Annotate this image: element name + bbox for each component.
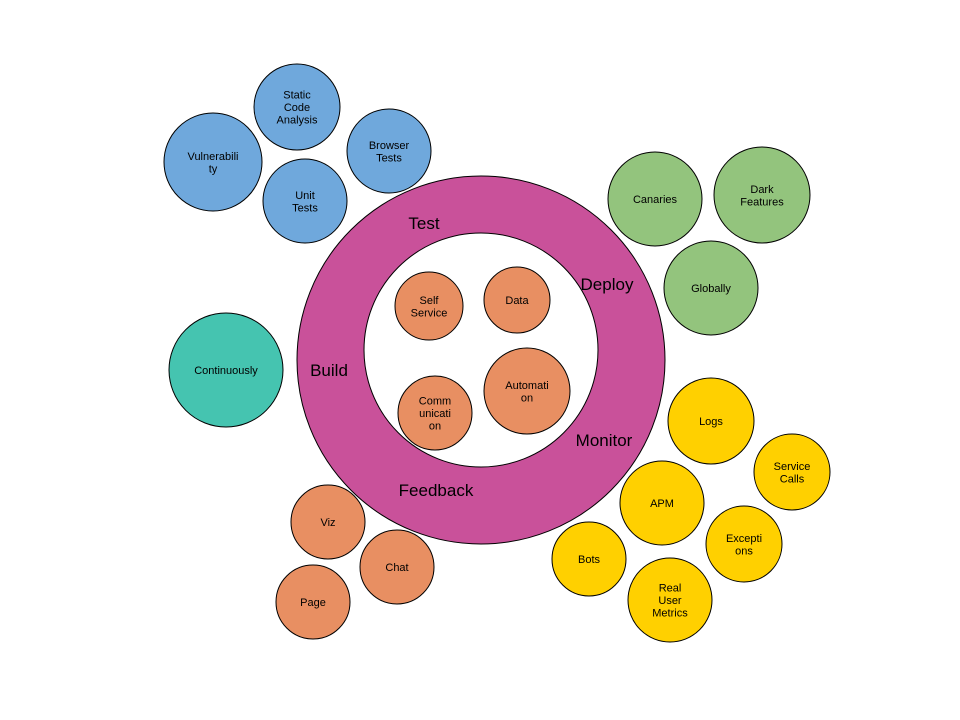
node-label-bots: Bots — [578, 554, 601, 566]
node-circle-selfservice — [394, 271, 464, 341]
node-circle-servicecalls — [753, 433, 831, 511]
node-label-automation: on — [521, 392, 533, 404]
node-label-exceptions: Excepti — [726, 533, 762, 545]
node-circle-exceptions — [705, 505, 783, 583]
node-label-exceptions: ons — [735, 545, 753, 557]
ring-label-deploy: Deploy — [581, 275, 634, 294]
node-label-browsertests: Tests — [376, 152, 402, 164]
node-circle-browsertests — [346, 108, 432, 194]
node-circle-communication — [397, 375, 473, 451]
node-circle-page — [275, 564, 351, 640]
node-circle-automation — [483, 347, 571, 435]
node-group: SelfServiceDataCommunicationAutomationSt… — [163, 63, 831, 643]
ring-label-build: Build — [310, 361, 348, 380]
node-circle-darkfeatures — [713, 146, 811, 244]
node-data: Data — [483, 266, 551, 334]
node-label-darkfeatures: Dark — [750, 184, 774, 196]
node-chat: Chat — [359, 529, 435, 605]
ring-label-monitor: Monitor — [576, 431, 633, 450]
node-label-darkfeatures: Features — [740, 196, 784, 208]
node-circle-staticcodeanalysis — [253, 63, 341, 151]
node-circle-bots — [551, 521, 627, 597]
node-label-page: Page — [300, 597, 326, 609]
node-label-selfservice: Service — [411, 307, 448, 319]
node-bots: Bots — [551, 521, 627, 597]
node-label-communication: unicati — [419, 408, 451, 420]
ring-label-test: Test — [408, 214, 439, 233]
node-apm: APM — [619, 460, 705, 546]
node-label-servicecalls: Service — [774, 461, 811, 473]
node-label-realusermetrics: User — [658, 595, 682, 607]
pipeline-ring: Test Deploy Build Monitor Feedback — [296, 175, 666, 545]
node-label-apm: APM — [650, 498, 674, 510]
node-label-vulnerability: Vulnerabili — [188, 151, 239, 163]
node-circle-chat — [359, 529, 435, 605]
node-label-communication: on — [429, 421, 441, 433]
node-label-data: Data — [505, 295, 529, 307]
node-circle-logs — [667, 377, 755, 465]
node-viz: Viz — [290, 484, 366, 560]
node-label-continuously: Continuously — [194, 365, 258, 377]
node-canaries: Canaries — [607, 151, 703, 247]
node-circle-continuously — [168, 312, 284, 428]
node-label-realusermetrics: Metrics — [652, 608, 688, 620]
node-label-browsertests: Browser — [369, 140, 410, 152]
node-label-canaries: Canaries — [633, 194, 678, 206]
node-label-globally: Globally — [691, 283, 731, 295]
node-circle-canaries — [607, 151, 703, 247]
node-label-staticcodeanalysis: Analysis — [277, 115, 318, 127]
node-label-unittests: Tests — [292, 202, 318, 214]
node-page: Page — [275, 564, 351, 640]
node-circle-globally — [663, 240, 759, 336]
node-circle-realusermetrics — [627, 557, 713, 643]
node-circle-apm — [619, 460, 705, 546]
node-circle-vulnerability — [163, 112, 263, 212]
node-label-servicecalls: Calls — [780, 473, 805, 485]
node-label-logs: Logs — [699, 416, 723, 428]
node-label-communication: Comm — [419, 396, 451, 408]
node-label-viz: Viz — [320, 517, 335, 529]
node-label-staticcodeanalysis: Static — [283, 90, 311, 102]
node-label-staticcodeanalysis: Code — [284, 102, 310, 114]
node-label-unittests: Unit — [295, 190, 315, 202]
node-logs: Logs — [667, 377, 755, 465]
node-label-selfservice: Self — [420, 295, 440, 307]
node-circle-unittests — [262, 158, 348, 244]
node-label-realusermetrics: Real — [659, 583, 682, 595]
node-continuously: Continuously — [168, 312, 284, 428]
node-globally: Globally — [663, 240, 759, 336]
node-circle-viz — [290, 484, 366, 560]
node-circle-data — [483, 266, 551, 334]
node-label-chat: Chat — [385, 562, 408, 574]
node-label-automation: Automati — [505, 380, 548, 392]
node-label-vulnerability: ty — [209, 163, 218, 175]
ring-label-feedback: Feedback — [399, 481, 474, 500]
ring-inner-circle — [363, 232, 599, 468]
